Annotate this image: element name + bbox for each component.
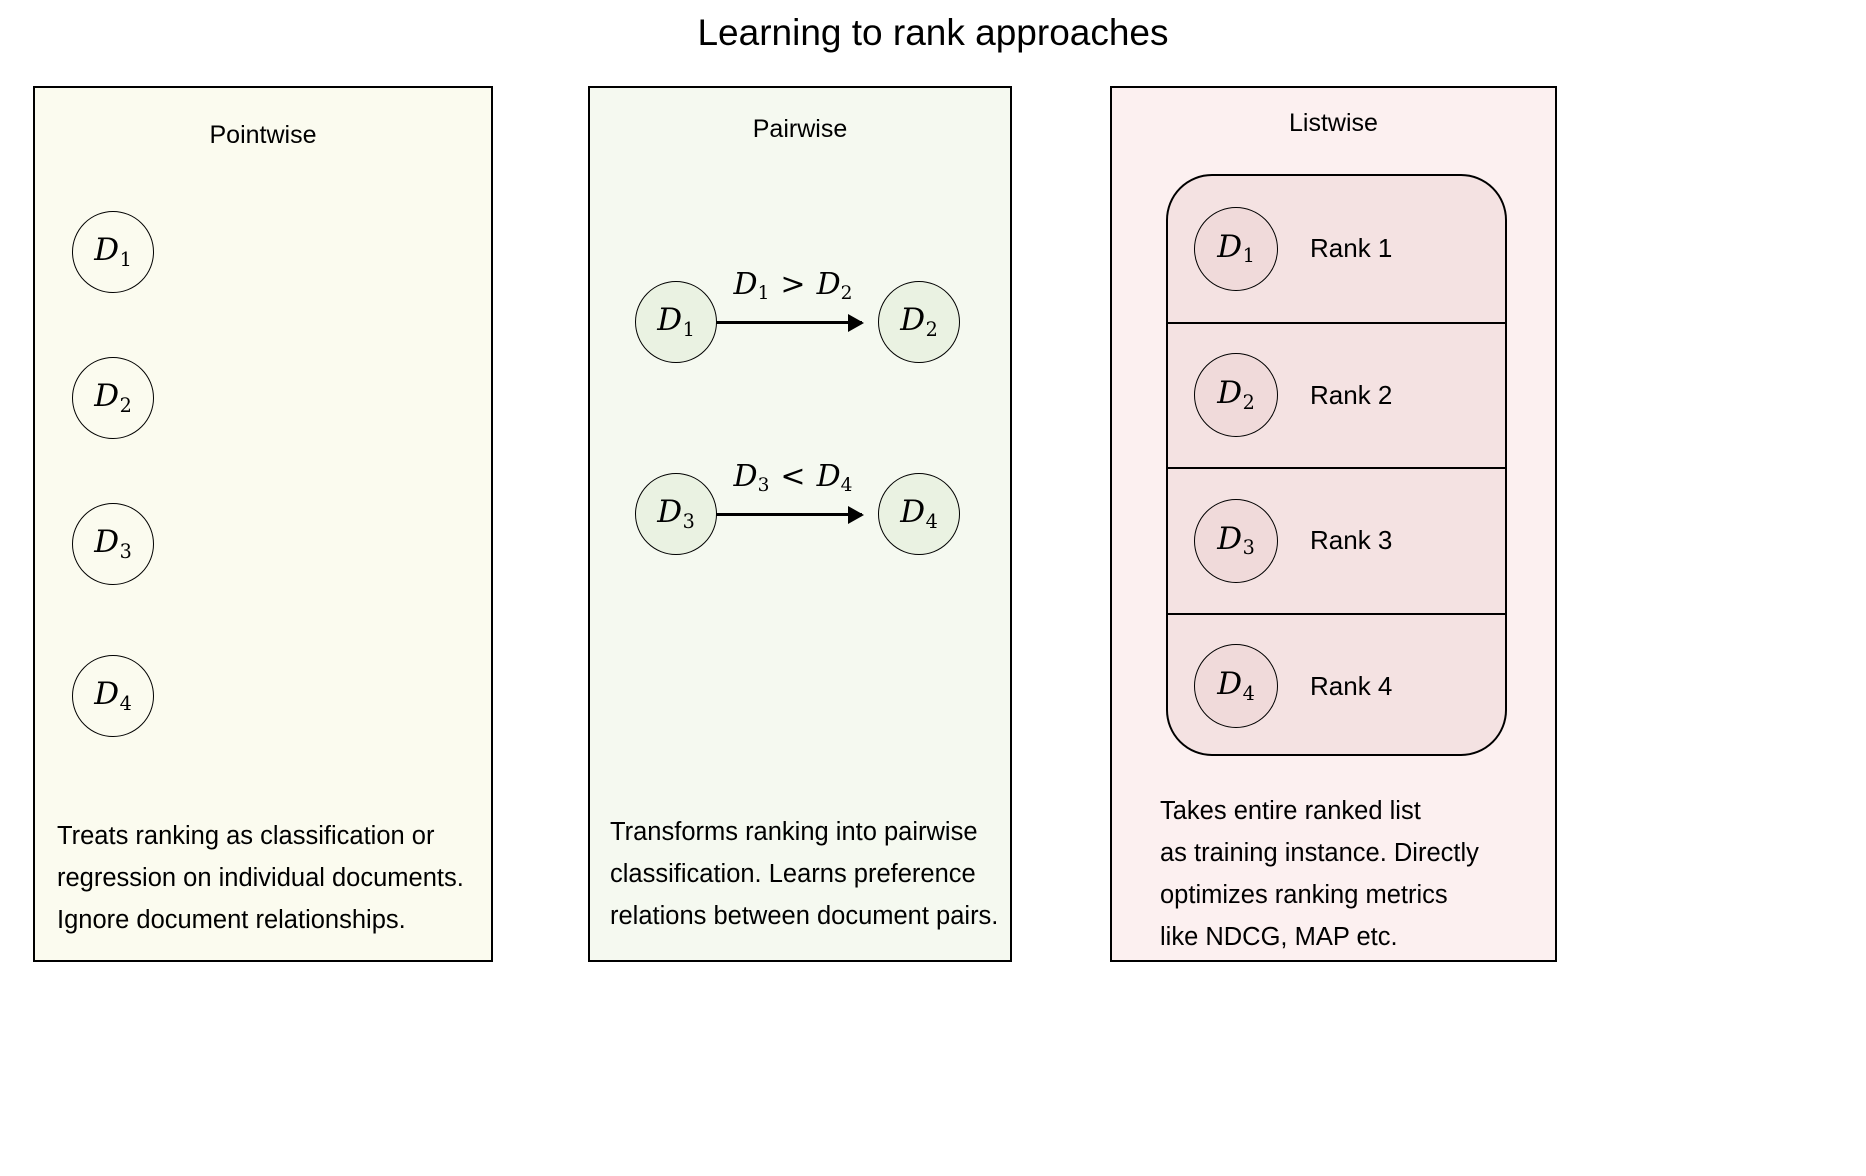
document-label-d3: D3	[657, 494, 695, 533]
document-label-d2: D2	[94, 378, 132, 417]
pairwise-relation-label-1: D1 > D2	[720, 267, 866, 304]
relation-operator: <	[780, 459, 806, 494]
ranked-list-row: D3 Rank 3	[1168, 467, 1505, 613]
panel-listwise: Listwise D1 Rank 1 D2 Rank 2 D3 Rank 3	[1110, 86, 1557, 962]
document-label-d1: D1	[1217, 228, 1255, 268]
listwise-document-1: D1	[1194, 206, 1278, 291]
document-label-d3: D3	[1217, 520, 1255, 560]
pairwise-document-2: D2	[878, 281, 960, 363]
pairwise-arrow-1	[716, 321, 862, 324]
relation-left-operand: D1	[733, 267, 770, 305]
rank-label-4: Rank 4	[1310, 670, 1393, 701]
pairwise-document-3: D3	[635, 473, 717, 555]
pointwise-document-4: D4	[72, 655, 154, 737]
document-label-d2: D2	[900, 302, 938, 341]
pairwise-document-4: D4	[878, 473, 960, 555]
relation-left-operand: D3	[733, 459, 770, 497]
pairwise-relation-label-2: D3 < D4	[720, 459, 866, 496]
listwise-document-2: D2	[1194, 353, 1278, 438]
relation-right-operand: D2	[816, 267, 853, 305]
document-label-d2: D2	[1217, 375, 1255, 414]
listwise-document-4: D4	[1194, 644, 1278, 729]
relation-right-operand: D4	[816, 459, 853, 497]
document-label-d4: D4	[900, 494, 938, 533]
document-label-d1: D1	[94, 232, 132, 271]
pairwise-arrow-2	[716, 513, 862, 516]
panel-listwise-description: Takes entire ranked list as training ins…	[1160, 797, 1479, 951]
document-label-d4: D4	[94, 676, 132, 715]
document-label-d1: D1	[657, 302, 695, 341]
ranked-list-row: D4 Rank 4	[1168, 612, 1505, 755]
rank-label-3: Rank 3	[1310, 525, 1393, 556]
panel-pointwise: Pointwise D1 D2 D3 D4 Treats ranking as …	[33, 86, 493, 962]
ranked-list-row: D2 Rank 2	[1168, 321, 1505, 468]
rank-label-2: Rank 2	[1310, 379, 1393, 410]
panel-pairwise-title: Pairwise	[752, 115, 848, 143]
listwise-document-3: D3	[1194, 498, 1278, 583]
ranked-list-container: D1 Rank 1 D2 Rank 2 D3 Rank 3 D4	[1166, 174, 1507, 756]
pointwise-document-3: D3	[72, 503, 154, 585]
panel-pointwise-description: Treats ranking as classification or regr…	[57, 822, 464, 934]
document-label-d4: D4	[1217, 666, 1255, 705]
panel-listwise-title: Listwise	[1289, 109, 1378, 137]
diagram-title: Learning to rank approaches	[697, 12, 1169, 53]
document-label-d3: D3	[94, 524, 132, 563]
panel-pairwise: Pairwise D1 D1 > D2 D2 D3 D3 < D4 D4 Transfo…	[588, 86, 1012, 962]
pairwise-document-1: D1	[635, 281, 717, 363]
pointwise-document-2: D2	[72, 357, 154, 439]
rank-label-1: Rank 1	[1310, 233, 1393, 264]
panel-pairwise-description: Transforms ranking into pairwise classif…	[610, 818, 999, 930]
relation-operator: >	[780, 267, 806, 302]
panel-pointwise-title: Pointwise	[209, 121, 317, 149]
ranked-list-row: D1 Rank 1	[1168, 176, 1505, 322]
pointwise-document-1: D1	[72, 211, 154, 293]
